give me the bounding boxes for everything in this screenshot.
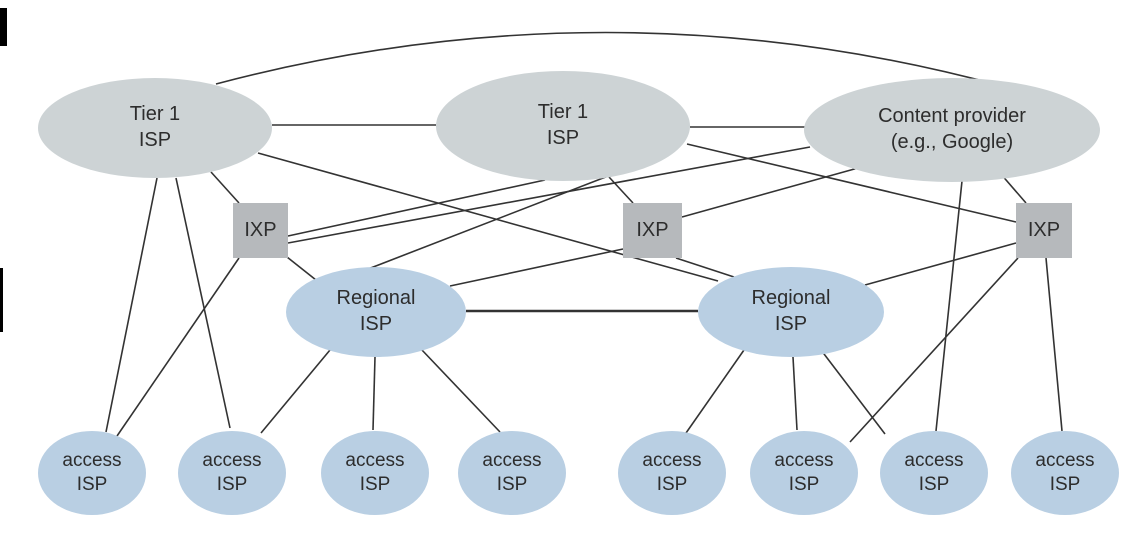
edge-tier1_left-ixp1 <box>210 171 240 204</box>
node-ixp-middle: IXP <box>623 203 682 258</box>
node-label: (e.g., Google) <box>890 131 1014 153</box>
node-label: access <box>774 449 834 471</box>
edge-content_provider-access7 <box>935 180 963 432</box>
edge-tier1_left-access2 <box>175 177 231 429</box>
edge-regional_left-access3 <box>372 356 376 431</box>
edge-tier1_left-content_provider <box>215 31 1003 87</box>
node-access-isp-8: access ISP <box>1011 431 1119 515</box>
node-label: ISP <box>496 474 528 495</box>
node-access-isp-5: access ISP <box>618 431 726 515</box>
edge-ixp1-regional_left <box>286 256 317 281</box>
node-tier1-isp-middle: Tier 1 ISP <box>436 71 690 181</box>
edge-regional_right-access7 <box>820 349 886 435</box>
node-ixp-left: IXP <box>233 203 288 258</box>
node-label: access <box>904 449 964 471</box>
node-access-isp-4: access ISP <box>458 431 566 515</box>
node-label: IXP <box>1027 218 1061 241</box>
node-label: Content provider <box>878 105 1026 128</box>
node-regional-isp-left: Regional ISP <box>286 267 466 357</box>
node-access-isp-3: access ISP <box>321 431 429 515</box>
node-label: Tier 1 <box>537 101 589 124</box>
node-label: ISP <box>1049 474 1081 495</box>
edge-regional_right-access6 <box>792 356 798 431</box>
node-label: ISP <box>76 474 108 495</box>
node-tier1-isp-left: Tier 1 ISP <box>38 78 272 178</box>
node-label: access <box>1035 449 1095 471</box>
edge-regional_left-ixp2 <box>449 248 624 287</box>
node-label: access <box>345 449 405 471</box>
node-label: Regional <box>336 287 416 310</box>
node-label: access <box>642 449 702 471</box>
node-label: ISP <box>918 474 950 495</box>
node-label: access <box>62 449 122 471</box>
node-label: Regional <box>751 287 831 310</box>
node-ixp-right: IXP <box>1016 203 1072 258</box>
node-label: ISP <box>774 313 808 335</box>
node-label: ISP <box>656 474 688 495</box>
edge-tier1_mid-ixp1 <box>287 179 546 237</box>
page-edge-mark-middle <box>0 268 3 332</box>
node-access-isp-7: access ISP <box>880 431 988 515</box>
node-label: ISP <box>216 474 248 495</box>
node-content-provider: Content provider (e.g., Google) <box>804 78 1100 182</box>
edge-tier1_left-regional_right <box>257 152 719 282</box>
node-label: ISP <box>359 474 391 495</box>
page-edge-mark-top <box>0 8 7 46</box>
node-regional-isp-right: Regional ISP <box>698 267 884 357</box>
node-access-isp-1: access ISP <box>38 431 146 515</box>
node-access-isp-2: access ISP <box>178 431 286 515</box>
node-label: ISP <box>359 313 393 335</box>
node-label: access <box>482 449 542 471</box>
node-label: access <box>202 449 262 471</box>
edge-content_provider-ixp2 <box>681 167 859 218</box>
edge-tier1_left-access1 <box>105 177 158 433</box>
edge-regional_left-access4 <box>420 348 501 433</box>
node-label: ISP <box>546 127 580 149</box>
node-label: Tier 1 <box>129 103 181 126</box>
edge-content_provider-ixp1 <box>287 146 811 244</box>
edge-ixp3-access6 <box>849 257 1019 443</box>
node-label: ISP <box>138 129 172 151</box>
edge-ixp2-regional_right <box>675 257 735 278</box>
edge-ixp3-access8 <box>1045 257 1063 432</box>
edge-regional_left-access2 <box>260 349 331 434</box>
node-label: IXP <box>244 218 277 241</box>
node-label: IXP <box>636 218 669 241</box>
edge-tier1_mid-ixp2 <box>608 176 634 204</box>
edge-regional_right-access5 <box>685 349 745 434</box>
node-label: ISP <box>788 474 820 495</box>
edge-regional_right-ixp3 <box>864 242 1017 286</box>
edge-ixp1-access1 <box>116 257 240 437</box>
edge-tier1_mid-ixp3 <box>686 143 1017 223</box>
node-access-isp-6: access ISP <box>750 431 858 515</box>
